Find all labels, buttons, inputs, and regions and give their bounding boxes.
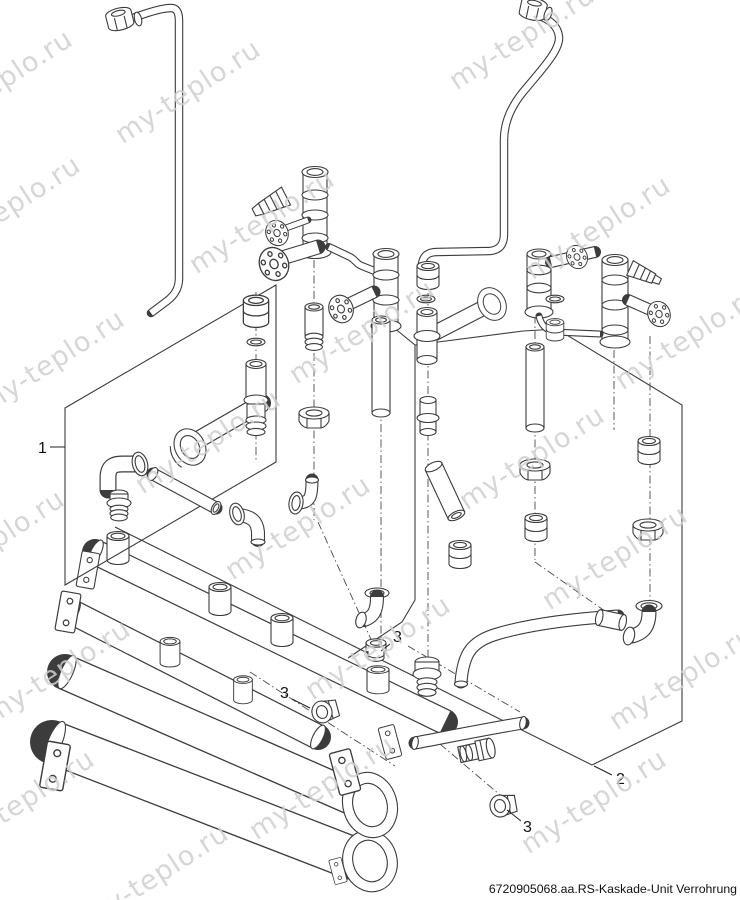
fitting-column-1: [242, 294, 270, 437]
union-nut: [524, 512, 548, 543]
pipe-nut: [103, 4, 136, 34]
fitting-column-2: [288, 302, 330, 515]
hex-nut: [632, 518, 664, 541]
union-nut: [637, 435, 661, 466]
drawing-number: 6720905068.aa.RS-Kaskade-Unit Verrohrung: [489, 882, 737, 896]
manifold: [30, 530, 458, 893]
manifold-stub: [366, 665, 390, 695]
pipe-segment: [146, 466, 223, 516]
elbow-fitting: [355, 587, 390, 629]
washer: [246, 337, 266, 347]
pipe-nipple: [304, 302, 324, 351]
right-valve-assembly: [524, 241, 675, 349]
callout-3c: 3: [523, 819, 532, 836]
manifold-stub: [233, 675, 253, 705]
manifold-stub: [208, 581, 232, 617]
union-nut: [416, 260, 440, 291]
elbow-fitting: [622, 599, 663, 646]
threaded-fitting: [243, 358, 269, 437]
pipe-nipple: [416, 395, 440, 437]
washer: [416, 294, 436, 304]
fitting-column-5: [519, 342, 551, 543]
mounting-bracket: [377, 723, 403, 761]
fitting-column-6: [594, 435, 664, 646]
callout-2: 2: [616, 771, 625, 788]
group-box-middle: [347, 326, 416, 659]
fitting-column-4: [412, 260, 496, 764]
long-connector-pipe: [453, 609, 625, 689]
pipe-tube: [525, 342, 545, 433]
elbow-group-item1: [99, 451, 149, 522]
small-pipe-piece: [594, 609, 628, 631]
top-right-pipe: [417, 0, 564, 269]
fitting-column-3: [355, 315, 391, 662]
callout-3b: 3: [280, 685, 289, 702]
threaded-coupling: [413, 306, 441, 366]
manifold-stub: [106, 530, 130, 566]
pipe-segment-diagonal: [424, 460, 466, 522]
callout-1: 1: [38, 440, 47, 457]
valve-cartridge: [625, 259, 663, 285]
short-connector-pipe: [408, 715, 530, 751]
top-left-pipe: [103, 3, 184, 318]
manifold-stub: [159, 636, 181, 668]
washer: [545, 294, 565, 304]
flange-disc: [562, 241, 592, 273]
pipe-tube: [371, 315, 391, 418]
callout-3a: 3: [393, 629, 402, 646]
threaded-fitting-horizontal: [457, 737, 496, 764]
group-box-1: [64, 284, 277, 586]
elbow-fitting: [288, 473, 320, 515]
flange-disc: [261, 216, 293, 250]
union-nut: [545, 318, 565, 342]
hex-nut: [519, 458, 551, 481]
threaded-fitting: [106, 489, 132, 522]
callouts: 1 2 3 3 3: [38, 440, 625, 836]
mounting-bracket: [75, 550, 101, 590]
hex-nut: [298, 406, 330, 429]
elbow-fitting-middle: [229, 502, 266, 547]
group-box-2: [414, 328, 683, 766]
union-nut: [242, 294, 270, 329]
union-nut: [448, 539, 472, 570]
manifold-stub: [270, 612, 294, 648]
left-valve-assembly: [251, 165, 402, 333]
threaded-adapter: [412, 656, 442, 697]
valve-cartridge: [251, 186, 292, 217]
